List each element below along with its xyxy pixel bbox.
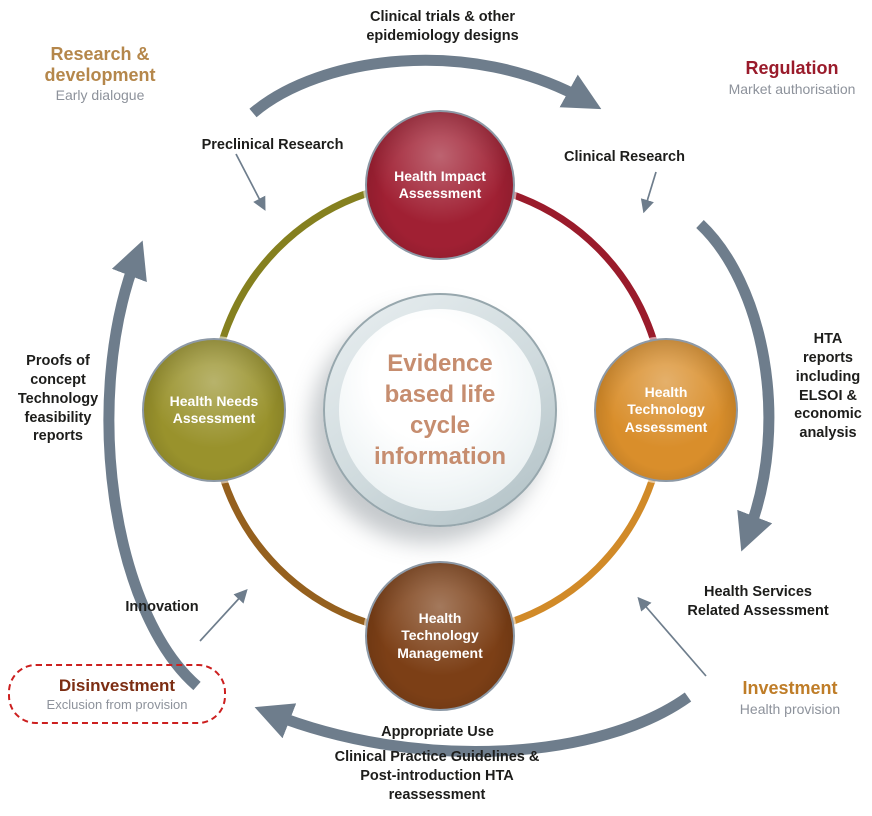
regulation-subtitle: Market authorisation — [728, 80, 856, 97]
investment-title: Investment — [742, 678, 838, 698]
node-label: Health Technology Assessment — [624, 383, 708, 435]
guidelines-label: Clinical Practice Guidelines & Post-intr… — [334, 749, 540, 803]
regulation-heading: Regulation Market authorisation — [712, 58, 872, 97]
node-health-needs-assessment: Health Needs Assessment — [142, 338, 286, 482]
health-services-label: Health Services Related Assessment — [687, 584, 829, 619]
preclinical-pointer-arrow-icon — [235, 153, 266, 211]
node-health-technology-management: Health Technology Management — [365, 561, 515, 711]
node-label: Health Needs Assessment — [169, 392, 259, 427]
disinvestment-subtitle: Exclusion from provision — [46, 696, 188, 712]
innovation-pointer-arrow-icon — [199, 588, 248, 642]
preclinical-research-label: Preclinical Research — [201, 137, 344, 153]
node-health-impact-assessment: Health Impact Assessment — [365, 110, 515, 260]
cycle-arrow-left-icon — [103, 240, 201, 691]
cycle-arrow-right-icon — [696, 219, 775, 552]
clinical-research-label: Clinical Research — [564, 149, 685, 165]
node-label: Health Technology Management — [397, 609, 483, 661]
clinical-research-pointer-arrow-icon — [640, 171, 657, 214]
investment-heading: Investment Health provision — [715, 678, 865, 717]
investment-subtitle: Health provision — [739, 700, 841, 717]
hta-reports-label: HTA reports including ELSOI & economic a… — [794, 331, 862, 442]
disinvestment-highlight-box: Disinvestment Exclusion from provision — [8, 664, 226, 724]
center-circle: Evidence based life cycle information — [323, 293, 557, 527]
center-title: Evidence based life cycle information — [374, 349, 506, 471]
proofs-of-concept-label: Proofs of concept Technology feasibility… — [17, 353, 99, 445]
node-label: Health Impact Assessment — [394, 167, 486, 202]
cycle-arrow-bottom-icon — [254, 692, 692, 757]
clinical-trials-label: Clinical trials & other epidemiology des… — [366, 9, 519, 44]
research-development-subtitle: Early dialogue — [55, 87, 145, 104]
cycle-arrow-top-icon — [249, 54, 602, 118]
node-health-technology-assessment: Health Technology Assessment — [594, 338, 738, 482]
regulation-title: Regulation — [745, 58, 839, 78]
disinvestment-title: Disinvestment — [58, 676, 176, 696]
center-circle-inner: Evidence based life cycle information — [339, 309, 541, 511]
research-development-heading: Research & development Early dialogue — [25, 44, 175, 103]
investment-pointer-arrow-icon — [637, 596, 707, 677]
research-development-title: Research & development — [44, 44, 156, 85]
appropriate-use-label: Appropriate Use — [381, 724, 494, 740]
innovation-label: Innovation — [125, 599, 199, 615]
